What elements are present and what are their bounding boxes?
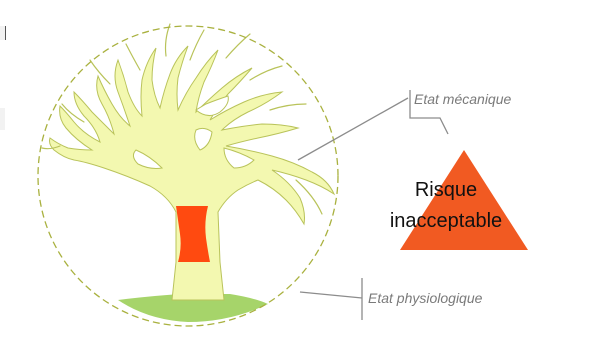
physiological-leader-line [300,292,362,298]
branch [126,44,140,70]
tree [42,24,334,322]
branch [166,24,171,56]
mechanical-state-label: Etat mécanique [414,91,511,107]
branch [226,34,250,58]
branch [270,104,306,110]
trunk-defect [176,206,210,262]
mechanical-leader-line [298,98,408,160]
branch [250,66,282,80]
risk-label-line2: inacceptable [390,210,502,232]
branch [190,30,204,60]
risk-label-line1: Risque [415,179,477,201]
leader-lines [298,90,448,320]
physiological-state-label: Etat physiologique [368,290,483,306]
